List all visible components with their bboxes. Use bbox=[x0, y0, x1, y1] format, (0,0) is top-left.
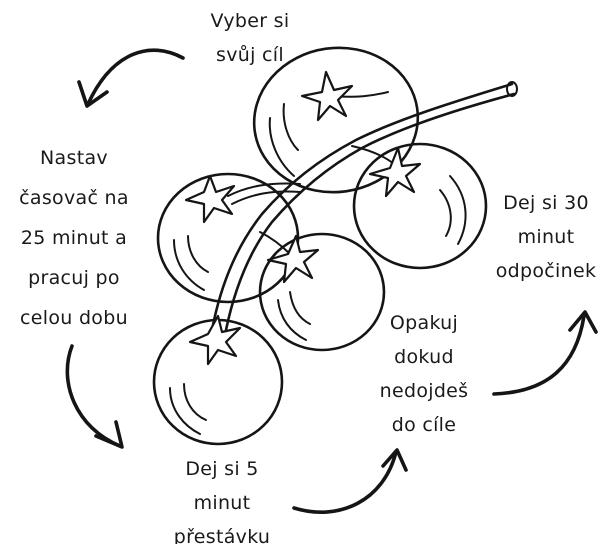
arrow-repeat-to-rest bbox=[492, 310, 598, 396]
step-choose-goal: Vyber si svůj cíl bbox=[210, 10, 290, 66]
calyx-bottom bbox=[188, 314, 242, 366]
step-rest-30-minutes: Dej si 30 minut odpočinek bbox=[495, 192, 597, 282]
calyx-left bbox=[184, 174, 236, 224]
calyx-top bbox=[300, 70, 354, 122]
step-repeat-until-goal: Opakuj dokud nedojdeš do cíle bbox=[379, 312, 469, 436]
vine-stem bbox=[210, 81, 518, 332]
step-work-25-minutes: Nastav časovač na 25 minut a pracuj po c… bbox=[19, 147, 129, 329]
tomato-middle bbox=[258, 232, 386, 352]
calyx-right bbox=[368, 146, 422, 198]
tomato-bottom bbox=[152, 318, 284, 446]
arrow-break-to-repeat bbox=[292, 448, 408, 514]
arrow-work-to-break bbox=[65, 344, 124, 449]
tomato-right bbox=[352, 142, 488, 270]
arrow-goal-to-work bbox=[77, 48, 185, 108]
tomato-top bbox=[252, 46, 420, 194]
calyx-middle bbox=[266, 234, 320, 284]
tomato-vine-illustration bbox=[152, 46, 518, 446]
step-break-5-minutes: Dej si 5 minut přestávku bbox=[173, 458, 271, 544]
